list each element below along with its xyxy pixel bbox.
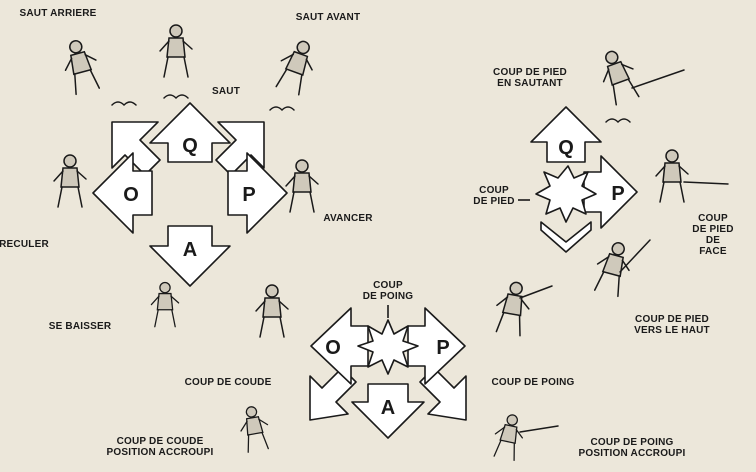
smoke-puff-4	[606, 119, 630, 122]
fighter-saut-avant	[272, 36, 320, 96]
label-se-baisser: SE BAISSER	[49, 321, 112, 332]
key-p-move: P	[242, 184, 255, 206]
label-avancer: AVANCER	[323, 213, 372, 224]
kick-burst-icon	[536, 166, 596, 222]
fighter-reculer	[54, 155, 86, 207]
key-q-move: Q	[182, 135, 198, 157]
key-a-move: A	[183, 239, 197, 261]
label-saut: SAUT	[212, 86, 240, 97]
smoke-puff-2	[164, 95, 188, 98]
fighter-saut	[160, 25, 192, 77]
key-o-move: O	[123, 184, 139, 206]
arrow-down-kick-ghost	[541, 222, 591, 252]
label-coup-de-poing-accroupi: COUP DE POING POSITION ACCROUPI	[579, 437, 686, 459]
kick-leg-high	[632, 70, 684, 88]
label-coup-de-coude-accroupi: COUP DE COUDE POSITION ACCROUPI	[107, 436, 214, 458]
key-p-kick: P	[611, 183, 624, 205]
smoke-puff-3	[270, 107, 294, 110]
label-saut-avant: SAUT AVANT	[296, 12, 361, 23]
fighter-coup-de-pied-de-face	[656, 150, 688, 202]
fighter-coup-de-poing	[492, 280, 533, 337]
label-coup-de-pied-de-face: COUP DE PIED DE FACE	[692, 213, 735, 257]
punch-arm-crouch	[520, 426, 558, 432]
kick-leg-upward	[620, 240, 650, 272]
kick-pad	[518, 107, 637, 252]
label-coup-de-poing-center: COUP DE POING	[363, 280, 414, 302]
fighter-se-baisser	[151, 283, 178, 327]
key-a-punch: A	[381, 397, 395, 419]
label-coup-de-pied-en-sautant: COUP DE PIED EN SAUTANT	[493, 67, 567, 89]
label-saut-arriere: SAUT ARRIERE	[19, 8, 96, 19]
label-coup-de-pied: COUP DE PIED	[473, 185, 514, 207]
key-q-kick: Q	[558, 137, 574, 159]
label-coup-de-pied-vers-le-haut: COUP DE PIED VERS LE HAUT	[634, 314, 710, 336]
punch-arm-front	[520, 286, 552, 298]
fighter-coup-de-pied-vers-le-haut	[591, 239, 635, 298]
label-coup-de-coude: COUP DE COUDE	[185, 377, 272, 388]
key-p-punch: P	[436, 337, 449, 359]
fighter-avancer	[286, 160, 318, 212]
kick-leg-front	[684, 182, 728, 184]
fighter-saut-arriere	[59, 37, 103, 96]
smoke-puff-1	[112, 102, 136, 105]
label-reculer: RECULER	[0, 239, 49, 250]
label-coup-de-poing: COUP DE POING	[492, 377, 575, 388]
fighter-coup-de-coude-accroupi	[237, 405, 271, 453]
fighter-coup-de-coude	[256, 285, 288, 337]
fighter-coup-de-poing-accroupi	[491, 412, 527, 461]
key-o-punch: O	[325, 337, 341, 359]
fighter-coup-de-pied-en-sautant	[595, 46, 643, 106]
